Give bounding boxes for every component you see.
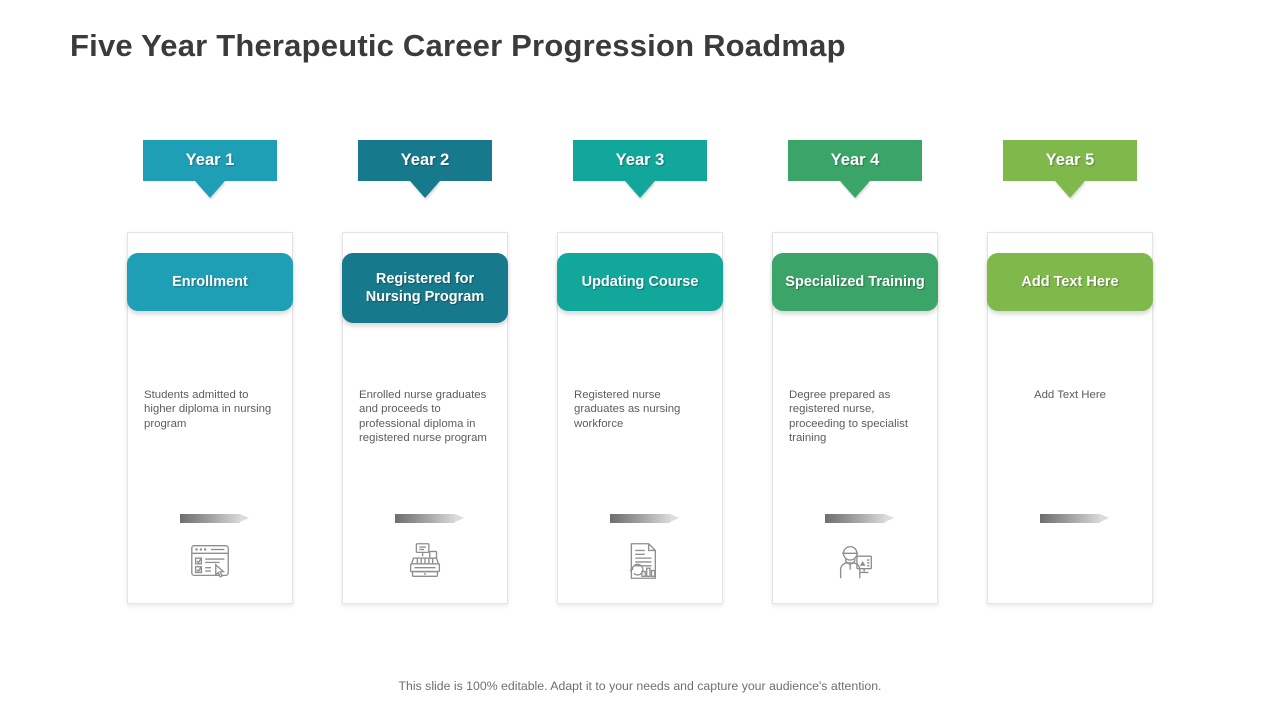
stage-description-year-4: Degree prepared as registered nurse, pro… — [789, 389, 909, 445]
stage-description-year-1: Students admitted to higher diploma in n… — [144, 389, 272, 430]
stage-description-year-5: Add Text Here — [1034, 389, 1106, 401]
icon-slot-year-4 — [805, 514, 905, 584]
stage-pill-label: Registered for Nursing Program — [365, 270, 485, 305]
year-banner-label: Year 4 — [830, 151, 880, 169]
icon-slot-year-3 — [590, 514, 690, 584]
stage-pill-label: Specialized Training — [785, 273, 925, 290]
year-banner-year-3[interactable]: Year 3 — [573, 140, 707, 181]
icon-slot-year-1 — [160, 514, 260, 584]
stage-description-year-3: Registered nurse graduates as nursing wo… — [574, 389, 681, 430]
gradient-arrow-bar — [1040, 514, 1109, 523]
year-banner-label: Year 1 — [185, 151, 235, 169]
roadmap-column-year-3[interactable]: Year 3 Updating Course Registered nurse … — [545, 140, 735, 604]
stage-description-year-2: Enrolled nurse graduates and proceeds to… — [359, 389, 487, 445]
gradient-arrow-bar — [610, 514, 679, 523]
roadmap-column-year-4[interactable]: Year 4 Specialized Training Degree prepa… — [760, 140, 950, 604]
stage-pill-label: Enrollment — [172, 273, 248, 290]
gradient-arrow-bar — [825, 514, 894, 523]
icon-slot-year-5 — [1020, 514, 1120, 523]
roadmap-column-year-1[interactable]: Year 1 Enrollment Students admitted to h… — [115, 140, 305, 604]
stage-pill-year-5[interactable]: Add Text Here — [987, 253, 1153, 311]
roadmap-columns: Year 1 Enrollment Students admitted to h… — [115, 140, 1165, 604]
icon-slot-year-2 — [375, 514, 475, 584]
year-banner-year-2[interactable]: Year 2 — [358, 140, 492, 181]
year-banner-year-1[interactable]: Year 1 — [143, 140, 277, 181]
trainer-presentation-icon — [832, 538, 878, 584]
page-title: Five Year Therapeutic Career Progression… — [70, 28, 846, 63]
gradient-arrow-bar — [395, 514, 464, 523]
year-banner-label: Year 5 — [1045, 151, 1095, 169]
stage-pill-label: Updating Course — [581, 273, 699, 290]
footer-note: This slide is 100% editable. Adapt it to… — [398, 679, 882, 693]
year-arrow-down-icon — [625, 181, 655, 198]
stage-pill-year-3[interactable]: Updating Course — [557, 253, 723, 311]
year-banner-year-4[interactable]: Year 4 — [788, 140, 922, 181]
cash-register-icon — [402, 538, 448, 584]
stage-pill-year-1[interactable]: Enrollment — [127, 253, 293, 311]
document-refresh-chart-icon — [617, 538, 663, 584]
year-arrow-down-icon — [410, 181, 440, 198]
year-arrow-down-icon — [195, 181, 225, 198]
stage-pill-year-2[interactable]: Registered for Nursing Program — [342, 253, 508, 323]
year-banner-year-5[interactable]: Year 5 — [1003, 140, 1137, 181]
stage-pill-year-4[interactable]: Specialized Training — [772, 253, 938, 311]
online-form-cursor-icon — [187, 538, 233, 584]
year-banner-label: Year 2 — [400, 151, 450, 169]
year-arrow-down-icon — [840, 181, 870, 198]
stage-pill-label: Add Text Here — [1021, 273, 1119, 290]
roadmap-column-year-5[interactable]: Year 5 Add Text Here Add Text Here — [975, 140, 1165, 604]
year-arrow-down-icon — [1055, 181, 1085, 198]
year-banner-label: Year 3 — [615, 151, 665, 169]
gradient-arrow-bar — [180, 514, 249, 523]
roadmap-column-year-2[interactable]: Year 2 Registered for Nursing Program En… — [330, 140, 520, 604]
